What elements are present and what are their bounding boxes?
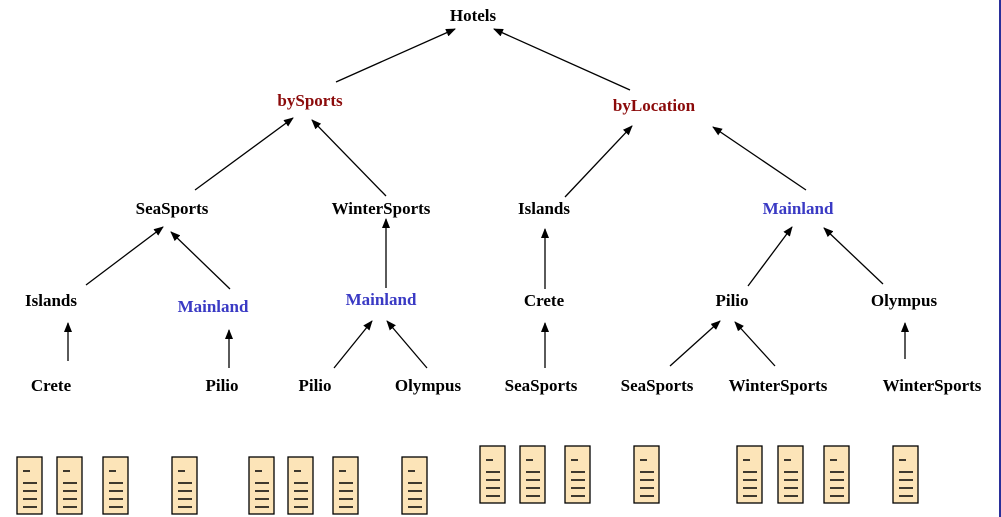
node-olympus-loc: Olympus [871, 291, 938, 310]
node-seasports-crete: SeaSports [505, 376, 578, 395]
docs-crete-sea-document-1 [16, 456, 43, 515]
node-islands-sea: Islands [25, 291, 77, 310]
node-crete-sea: Crete [31, 376, 72, 395]
edge-islands-sea-to-seasports [85, 226, 164, 286]
node-pilio-loc: Pilio [715, 291, 748, 310]
edge-wintersports-to-bysports [311, 119, 387, 197]
docs-pilio-olympus-winter-document-2 [287, 456, 314, 515]
edge-olympus-loc-to-mainland-loc [823, 227, 884, 285]
docs-crete-sea-document-3 [102, 456, 129, 515]
node-bysports: bySports [277, 91, 343, 110]
edge-mainland-sea-to-seasports [170, 231, 231, 290]
edge-olympus-winter-to-mainland-winter [386, 320, 428, 369]
docs-wintersports-olympus-document-1 [892, 445, 919, 504]
docs-olympus-winter-document-1 [401, 456, 428, 515]
edge-pilio-loc-to-mainland-loc [747, 226, 793, 287]
node-wintersports: WinterSports [332, 199, 431, 218]
edge-seasports-to-bysports [194, 117, 294, 191]
right-edge-bar [999, 0, 1001, 517]
docs-seasports-wintersports-pilio-document-1 [736, 445, 763, 504]
docs-pilio-sea-document-1 [171, 456, 198, 515]
docs-seasports-pilio-document-1 [633, 445, 660, 504]
edge-mainland-loc-to-bylocation [712, 126, 807, 191]
edge-wintersports-pilio-to-pilio-loc [734, 321, 776, 367]
node-wintersports-pilio: WinterSports [729, 376, 828, 395]
edges [64, 28, 909, 369]
node-seasports: SeaSports [136, 199, 209, 218]
edge-bysports-to-hotels [335, 28, 456, 83]
node-olympus-winter: Olympus [395, 376, 462, 395]
node-mainland-winter: Mainland [346, 290, 417, 309]
docs-pilio-olympus-winter-document-1 [248, 456, 275, 515]
docs-seasports-wintersports-pilio-document-2 [777, 445, 804, 504]
node-mainland-sea: Mainland [178, 297, 249, 316]
docs-crete-sea-document-2 [56, 456, 83, 515]
docs-seasports-wintersports-pilio-document-3 [823, 445, 850, 504]
node-seasports-pilio: SeaSports [621, 376, 694, 395]
edge-islands-loc-to-bylocation [564, 125, 633, 198]
docs-pilio-olympus-winter-document-3 [332, 456, 359, 515]
node-wintersports-olympus: WinterSports [883, 376, 982, 395]
docs-seasports-crete-document-1 [479, 445, 506, 504]
edge-pilio-winter-to-mainland-winter [333, 320, 373, 369]
docs-seasports-crete-document-2 [519, 445, 546, 504]
document-groups [16, 445, 919, 515]
edge-seasports-pilio-to-pilio-loc [669, 320, 721, 367]
docs-seasports-crete-document-3 [564, 445, 591, 504]
edge-bylocation-to-hotels [493, 28, 631, 91]
node-hotels: Hotels [450, 6, 497, 25]
node-crete-loc: Crete [524, 291, 565, 310]
node-bylocation: byLocation [613, 96, 696, 115]
node-pilio-sea: Pilio [205, 376, 238, 395]
node-mainland-loc: Mainland [763, 199, 834, 218]
node-pilio-winter: Pilio [298, 376, 331, 395]
node-islands-loc: Islands [518, 199, 570, 218]
